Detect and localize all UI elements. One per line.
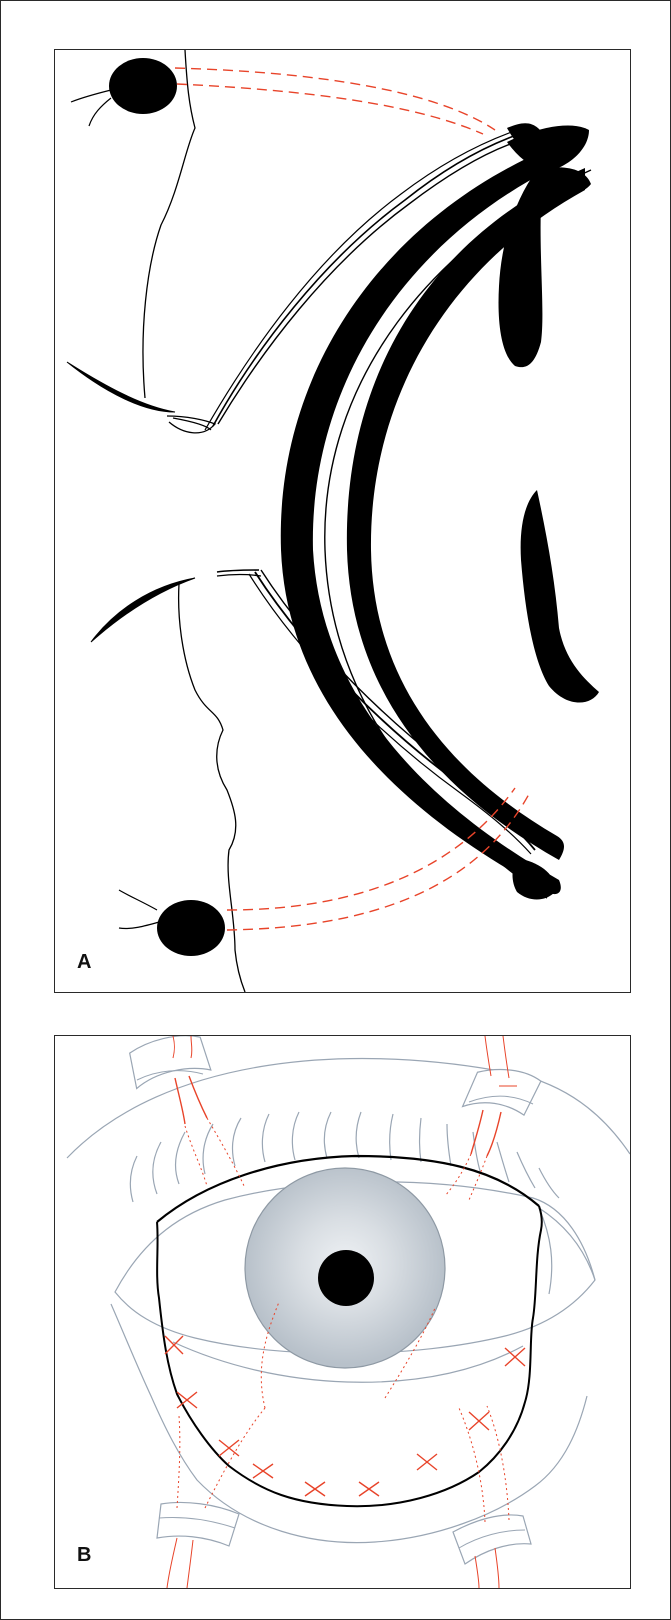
lens-lower (521, 490, 599, 703)
suture-dotted-top-left (185, 1126, 207, 1186)
upper-suture-track-2 (177, 84, 483, 134)
suture-top-right-1 (471, 1110, 483, 1154)
upper-lid-lamella-3 (205, 128, 523, 430)
pupil (318, 1250, 374, 1306)
panel-a-label: A (77, 952, 91, 972)
upper-bolster (109, 58, 177, 114)
lower-suture-track (227, 788, 515, 910)
suture-bottom-left (167, 1538, 193, 1588)
bolster-bottom-left (157, 1502, 239, 1546)
bolster-top-right (463, 1064, 542, 1117)
panel-b-illustration (55, 1036, 630, 1588)
lower-suture-track-2 (227, 794, 529, 930)
panel-a-illustration (55, 50, 630, 992)
panel-a: A (54, 49, 631, 993)
lower-bolster (157, 900, 225, 956)
lower-lid-margin-2 (217, 575, 261, 577)
upper-bolster-tail (71, 90, 111, 126)
upper-eyelash (67, 362, 175, 412)
lower-lid-margin (217, 570, 259, 572)
panel-b: B (54, 1035, 631, 1589)
suture-dotted-bottom-right (459, 1406, 509, 1522)
sclera-bottom-cap (513, 858, 556, 900)
lens-upper (499, 167, 591, 367)
upper-lid-lamella (213, 132, 525, 426)
bolster-bottom-right (453, 1515, 531, 1564)
suture-top-left-1 (175, 1078, 185, 1124)
panel-b-label: B (77, 1545, 91, 1565)
suture-top-left-2 (189, 1076, 207, 1118)
lower-bolster-tail (119, 890, 159, 929)
suture-dotted-top-right (445, 1154, 471, 1196)
